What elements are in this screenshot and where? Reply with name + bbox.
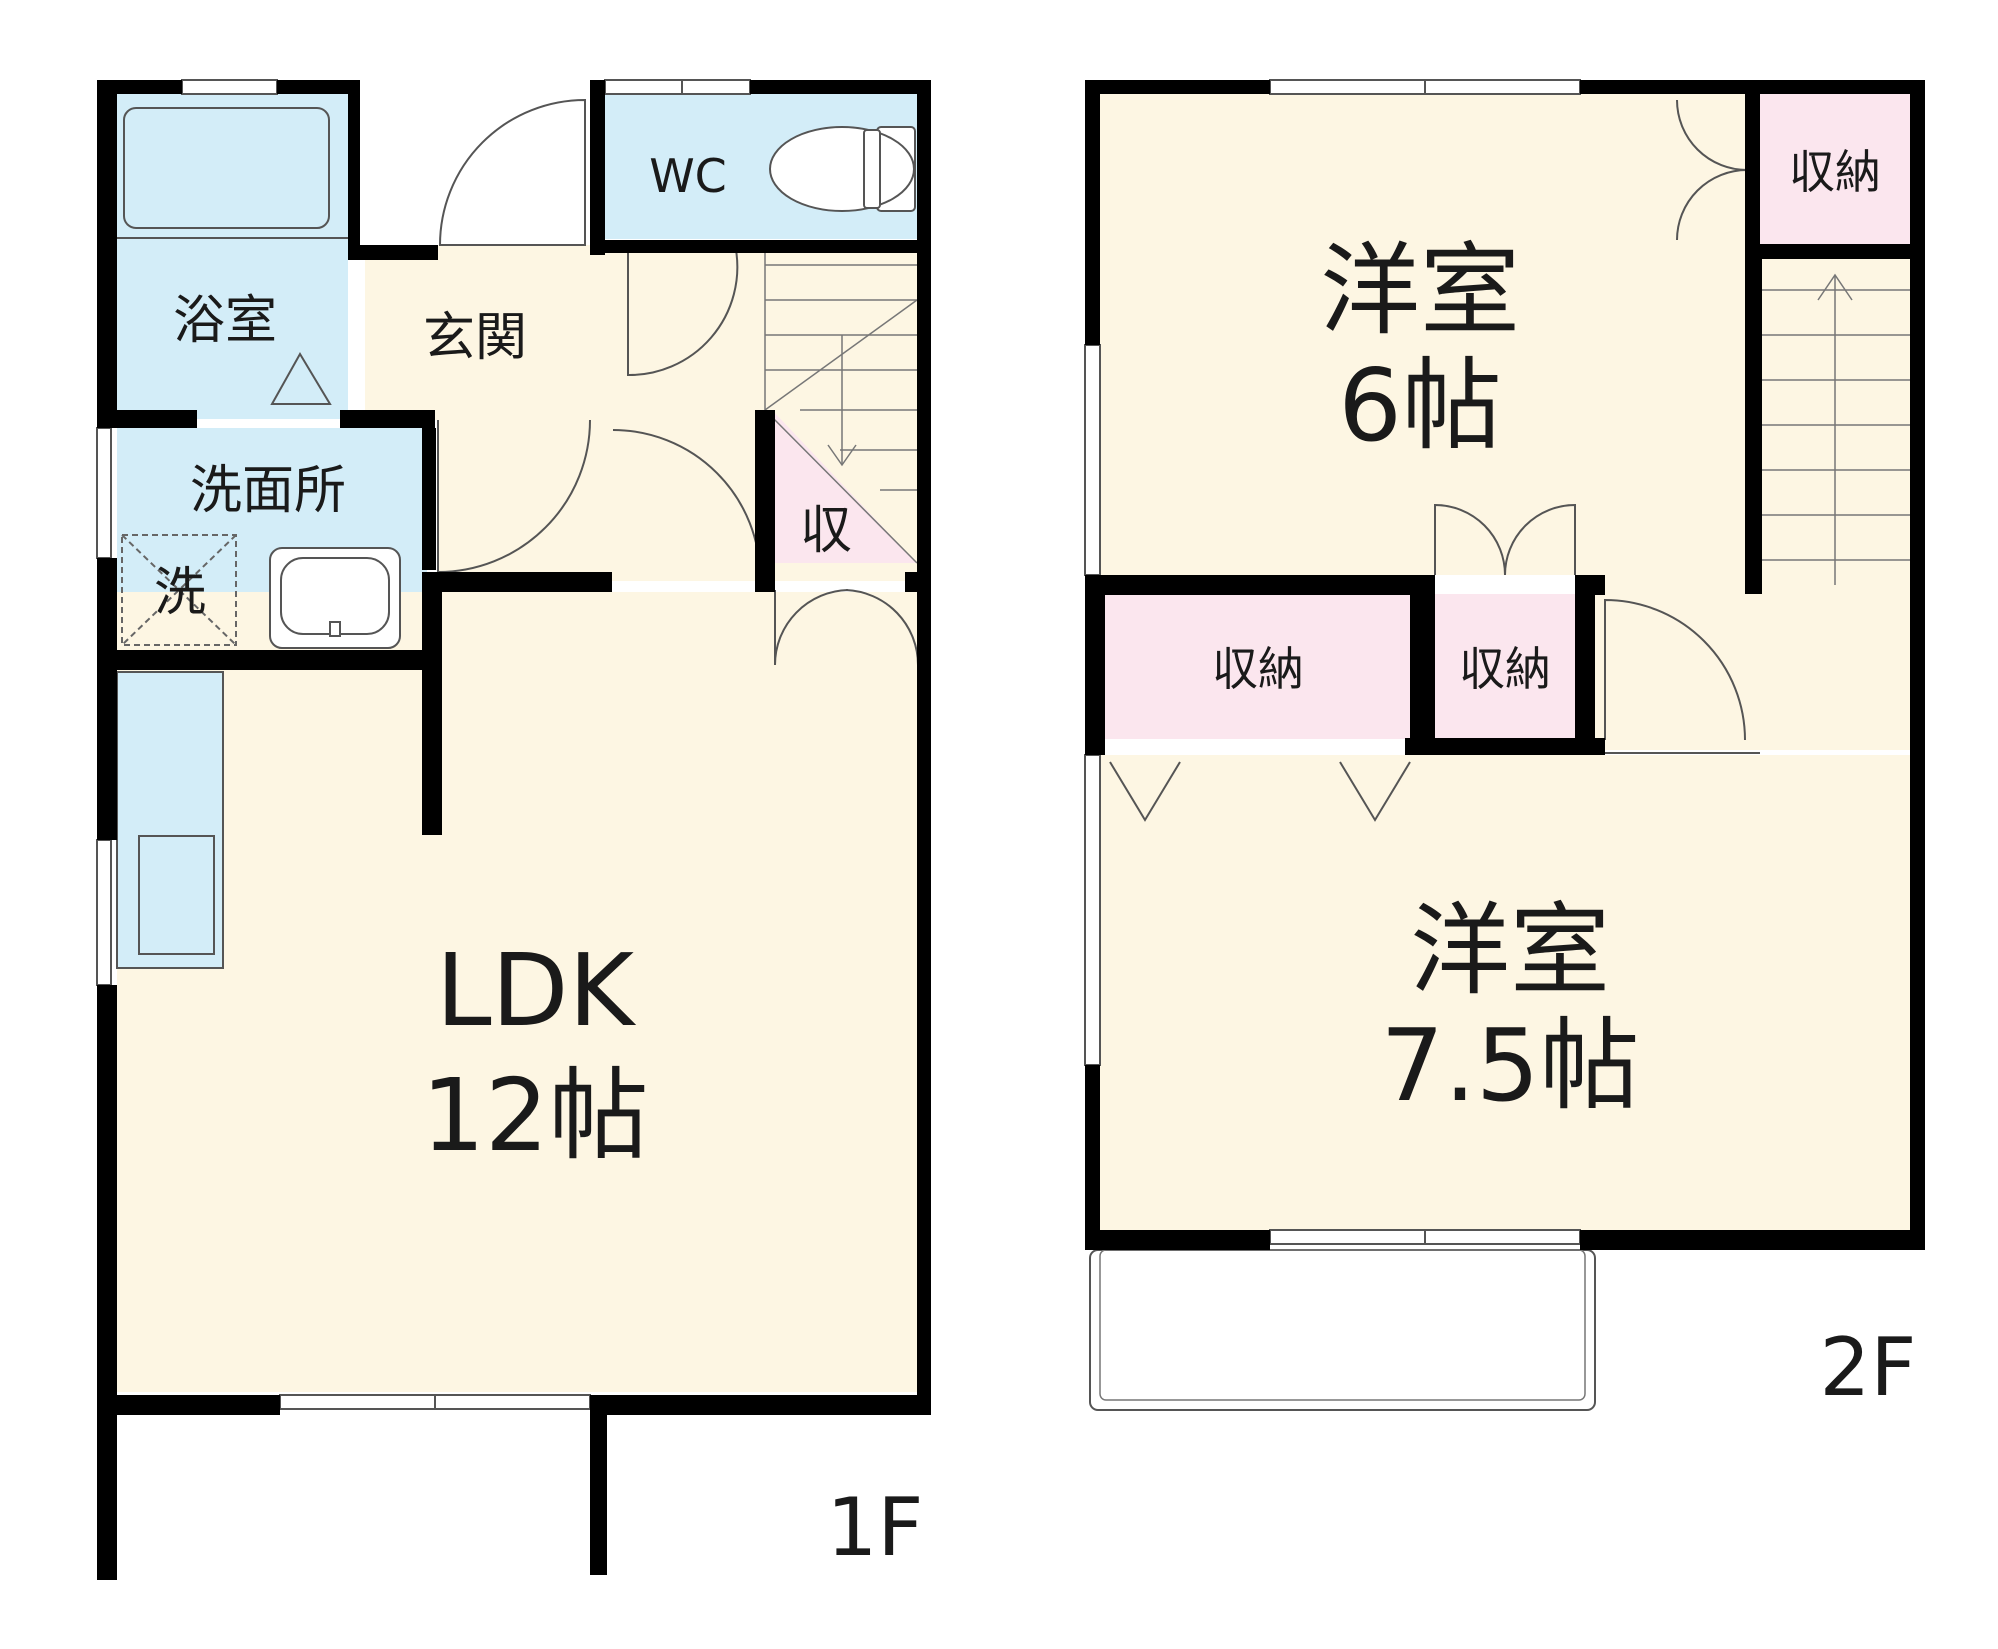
entrance-label: 玄関: [423, 308, 527, 368]
closet-mid-label: 収納: [1459, 642, 1551, 696]
door-swings-2f: [1109, 99, 1760, 822]
porch-1f: [117, 1415, 595, 1570]
washer-label: 洗: [154, 563, 206, 623]
floor-2: 収納 洋室 6帖 収納 収納 洋室 7.5帖 2F: [1084, 79, 1925, 1414]
balcony-inner: [1099, 1249, 1586, 1401]
bathtub-icon: [123, 107, 330, 229]
room-a-name-label: 洋室: [1320, 232, 1520, 349]
storage-floor: [772, 410, 917, 563]
closet-top-label: 収納: [1789, 145, 1881, 199]
closet-mid-floor: [1430, 594, 1580, 739]
stairs-2f: [1760, 273, 1910, 585]
bath-label: 浴室: [173, 291, 277, 351]
room-b-name-label: 洋室: [1410, 892, 1610, 1009]
storage-label: 収: [800, 501, 852, 561]
wc-label: WC: [649, 149, 727, 203]
room-a-size-label: 6帖: [1338, 347, 1502, 464]
stairs-1f: [764, 245, 918, 564]
toilet-icon: [769, 126, 916, 212]
washbasin-icon: [269, 547, 401, 649]
ldk-floor: [117, 592, 921, 1392]
balcony-2f: [1089, 1249, 1596, 1411]
floor-2-label: 2F: [1820, 1321, 1917, 1414]
room-b-floor: [1100, 755, 1915, 1230]
walls-2f: [1085, 80, 1925, 1250]
washroom-label: 洗面所: [190, 461, 346, 521]
closet-left-label: 収納: [1212, 642, 1304, 696]
ldk-name-label: LDK: [436, 932, 637, 1049]
walls-1f: [97, 80, 931, 1580]
floor-1-label: 1F: [827, 1481, 924, 1574]
kitchen-sink: [138, 835, 215, 955]
ldk-size-label: 12帖: [421, 1057, 648, 1174]
room-b-size-label: 7.5帖: [1380, 1007, 1639, 1124]
bath-drain-icon: [270, 352, 332, 405]
washer-space-icon: [121, 534, 237, 646]
closet-left-floor: [1100, 594, 1410, 739]
closet-top-floor: [1760, 94, 1910, 244]
floor-1: 浴室 玄関 WC 洗面所 洗 収 LDK 12帖 1F: [96, 79, 931, 1580]
windows-1f: [96, 79, 751, 1410]
